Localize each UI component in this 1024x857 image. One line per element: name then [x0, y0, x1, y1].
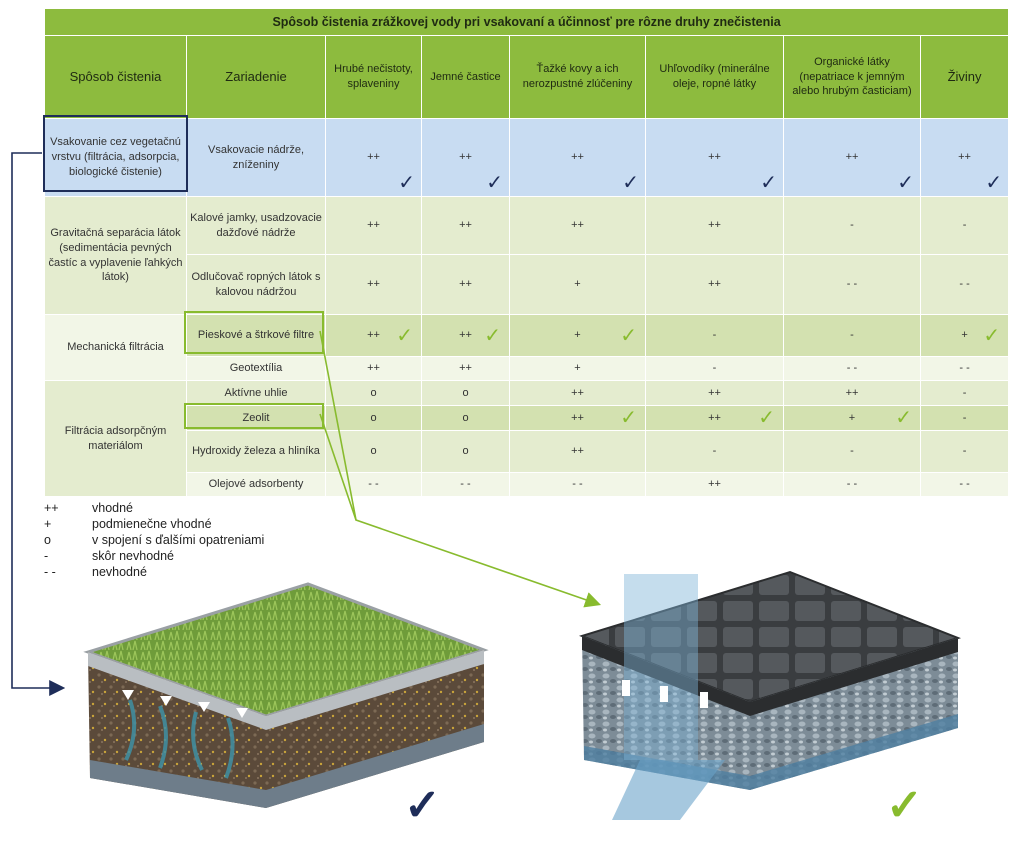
- rating-cell: o: [421, 430, 510, 473]
- check-icon: ✓: [985, 172, 1003, 194]
- rating-cell: ++✓: [919, 118, 1010, 197]
- rating-cell: ++✓: [783, 118, 921, 197]
- rating-cell: ++✓: [421, 118, 510, 197]
- rating-cell: - -: [783, 254, 921, 315]
- legend-item: +podmienečne vhodné: [44, 517, 212, 531]
- table-row: Olejové adsorbenty - - - - - - ++ - - - …: [45, 472, 1010, 497]
- legend-item: ++vhodné: [44, 501, 134, 515]
- rating-cell: -: [919, 196, 1010, 255]
- rating-cell: +✓: [919, 314, 1010, 357]
- rating-cell: +: [509, 254, 646, 315]
- device-cell: Aktívne uhlie: [186, 380, 326, 406]
- table-row: Mechanická filtrácia Pieskové a štrkové …: [44, 314, 1010, 381]
- check-icon: ✓: [895, 407, 912, 429]
- header-hydrocarbons: Uhľovodíky (minerálne oleje, ropné látky: [645, 35, 784, 119]
- method-gravity-separation: Gravitačná separácia látok (sedimentácia…: [44, 196, 187, 315]
- check-icon: ✓: [620, 407, 637, 429]
- rating-cell: ++: [645, 472, 784, 497]
- rating-cell: ++: [645, 380, 784, 406]
- check-icon: ✓: [486, 172, 503, 194]
- header-nutrients: Živiny: [919, 35, 1010, 119]
- rating-cell: o: [421, 380, 510, 406]
- rating-cell: - -: [919, 254, 1010, 315]
- rating-cell: o: [325, 430, 422, 473]
- rating-cell: ++✓: [325, 314, 422, 357]
- rating-cell: - -: [919, 356, 1010, 381]
- device-cell: Vsakovacie nádrže, zníženiny: [186, 118, 326, 197]
- rating-cell: -: [645, 430, 784, 473]
- sand-filter-highlight: [184, 311, 324, 354]
- cleaning-methods-table: Spôsob čistenia zrážkovej vody pri vsako…: [43, 8, 1010, 497]
- rating-cell: o: [325, 405, 422, 431]
- rating-cell: ++: [783, 380, 921, 406]
- legend-item: -skôr nevhodné: [44, 549, 175, 563]
- rating-cell: ++: [645, 254, 784, 315]
- table-row: Odlučovač ropných látok s kalovou nádržo…: [45, 254, 1010, 315]
- table-row: Zeolit o o ++✓ ++✓ +✓ -: [45, 405, 1010, 431]
- device-cell: Hydroxidy železa a hliníka: [186, 430, 326, 473]
- rating-cell: -: [783, 314, 921, 357]
- rating-cell: - -: [421, 472, 510, 497]
- rating-cell: -: [919, 380, 1010, 406]
- header-organic-substances: Organické látky (nepatriace k jemným ale…: [783, 35, 921, 119]
- device-cell: Pieskové a štrkové filtre: [186, 314, 326, 357]
- rating-cell: ++: [325, 254, 422, 315]
- connector-arrow: [319, 413, 357, 521]
- device-cell: Olejové adsorbenty: [186, 472, 326, 497]
- rating-cell: ++✓: [645, 118, 784, 197]
- rating-cell: ++✓: [645, 405, 784, 431]
- header-fine-particles: Jemné častice: [421, 35, 510, 119]
- method-mechanical-filtration: Mechanická filtrácia: [44, 314, 187, 381]
- check-icon: ✓: [983, 324, 1001, 347]
- rating-cell: ++: [421, 356, 510, 381]
- check-icon: ✓: [398, 172, 415, 194]
- rating-cell: -: [645, 356, 784, 381]
- check-icon: ✓: [897, 172, 914, 194]
- method-vegetation-infiltration: Vsakovanie cez vegetačnú vrstvu (filtrác…: [44, 118, 187, 197]
- rating-cell: ++✓: [325, 118, 422, 197]
- rating-cell: -: [783, 196, 921, 255]
- rating-cell: ++✓: [421, 314, 510, 357]
- rating-cell: ++: [421, 254, 510, 315]
- gravel-paver-illustration: [578, 570, 962, 820]
- check-icon: ✓: [396, 324, 413, 347]
- rating-cell: ++: [645, 196, 784, 255]
- rating-cell: - -: [783, 356, 921, 381]
- rating-cell: - -: [783, 472, 921, 497]
- legend-item: - -nevhodné: [44, 565, 147, 579]
- check-icon: ✓: [760, 172, 777, 194]
- check-icon: ✓: [620, 324, 637, 347]
- check-icon: ✓: [758, 407, 775, 429]
- check-icon: ✓: [622, 172, 639, 194]
- rating-cell: o: [421, 405, 510, 431]
- rating-cell: ++✓: [509, 118, 646, 197]
- connector-arrow: [319, 330, 602, 608]
- rating-cell: o: [325, 380, 422, 406]
- device-cell: Kalové jamky, usadzovacie dažďové nádrže: [186, 196, 326, 255]
- check-icon: ✓: [404, 781, 441, 830]
- table-row: Gravitačná separácia látok (sedimentácia…: [44, 196, 1010, 315]
- vegetation-method-highlight: [43, 115, 188, 192]
- check-icon: ✓: [886, 781, 923, 830]
- zeolite-highlight: [184, 403, 324, 429]
- table-row: Geotextília ++ ++ + - - - - -: [45, 356, 1010, 381]
- method-adsorption-filtration: Filtrácia adsorpčným materiálom: [44, 380, 187, 497]
- connector-arrow: [11, 152, 66, 696]
- rating-cell: +✓: [509, 314, 646, 357]
- rating-cell: -: [919, 405, 1010, 431]
- check-icon: ✓: [484, 324, 501, 347]
- table-title: Spôsob čistenia zrážkovej vody pri vsako…: [43, 8, 1010, 36]
- device-cell: Geotextília: [186, 356, 326, 381]
- rating-cell: - -: [919, 472, 1010, 497]
- rating-cell: ++: [509, 196, 646, 255]
- rating-cell: ++✓: [509, 405, 646, 431]
- table-row: Hydroxidy železa a hliníka o o ++ - - -: [45, 430, 1010, 473]
- table-row: Vsakovanie cez vegetačnú vrstvu (filtrác…: [44, 118, 1010, 197]
- vegetated-paver-illustration: [83, 582, 489, 808]
- device-cell: Zeolit: [186, 405, 326, 431]
- rating-cell: -: [919, 430, 1010, 473]
